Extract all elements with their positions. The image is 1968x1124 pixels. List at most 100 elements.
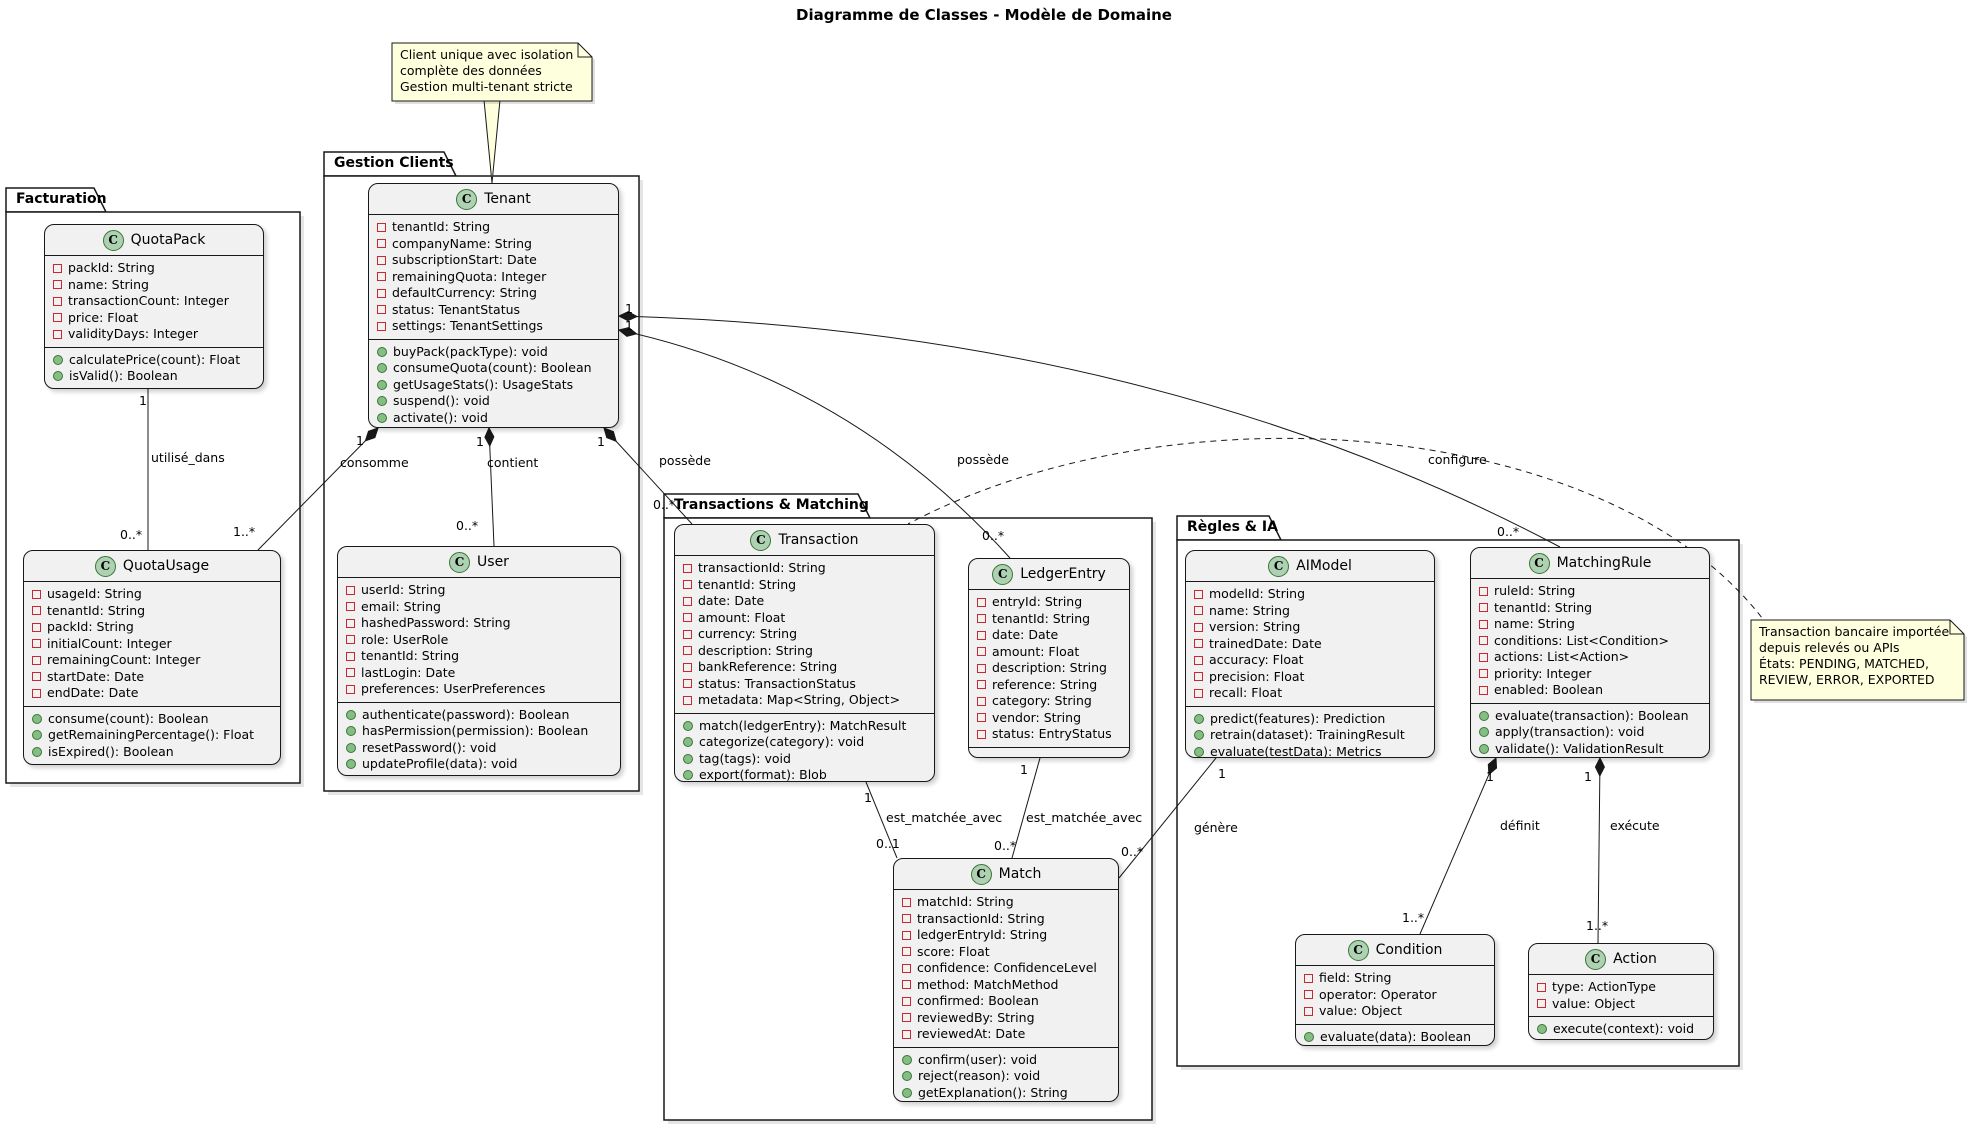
- private-field-icon: [32, 622, 41, 632]
- diagram-title: Diagramme de Classes - Modèle de Domaine: [796, 6, 1172, 24]
- private-field-icon: [683, 662, 692, 672]
- edge-execute-label: exécute: [1610, 818, 1660, 833]
- attribute-text: type: ActionType: [1552, 979, 1656, 994]
- class-quotausage-name: QuotaUsage: [122, 558, 210, 574]
- attribute-row: validityDays: Integer: [53, 326, 255, 343]
- attribute-text: tenantId: String: [47, 602, 146, 618]
- private-field-icon: [377, 255, 386, 265]
- private-field-icon: [346, 684, 355, 694]
- private-field-icon: [1194, 622, 1203, 632]
- attribute-text: ledgerEntryId: String: [917, 927, 1048, 942]
- edge-definit-source-multiplicity: 1: [1486, 769, 1494, 784]
- private-field-icon: [977, 663, 986, 673]
- class-tenant-name: Tenant: [484, 191, 531, 207]
- class-circle-icon: C: [1347, 939, 1369, 961]
- private-field-icon: [902, 1029, 911, 1039]
- attribute-row: metadata: Map<String, Object>: [683, 692, 926, 709]
- public-method-icon: [683, 753, 693, 764]
- public-method-icon: [346, 742, 356, 753]
- class-circle-icon: C: [449, 551, 471, 573]
- private-field-icon: [32, 688, 41, 698]
- private-field-icon: [346, 635, 355, 645]
- method-row: authenticate(password): Boolean: [346, 707, 612, 724]
- method-row: activate(): void: [377, 410, 610, 427]
- attribute-text: ruleId: String: [1494, 583, 1576, 598]
- attribute-text: modelId: String: [1209, 586, 1306, 601]
- class-circle-icon: C: [970, 863, 992, 885]
- edge-genere-line: [1118, 757, 1217, 879]
- attribute-row: remainingCount: Integer: [32, 652, 272, 669]
- attribute-row: reviewedAt: Date: [902, 1026, 1110, 1043]
- private-field-icon: [902, 930, 911, 940]
- method-text: activate(): void: [393, 409, 488, 425]
- method-text: tag(tags): void: [699, 750, 791, 766]
- attribute-row: recall: Float: [1194, 685, 1426, 702]
- private-field-icon: [1479, 603, 1488, 613]
- edge-consomme-target-multiplicity: 1..*: [233, 524, 256, 539]
- public-method-icon: [683, 720, 693, 731]
- attribute-text: hashedPassword: String: [361, 615, 511, 630]
- edge-definit-diamond-icon: [1487, 756, 1498, 776]
- method-text: evaluate(transaction): Boolean: [1495, 707, 1689, 723]
- public-method-icon: [1304, 1031, 1314, 1042]
- attribute-row: enabled: Boolean: [1479, 682, 1701, 699]
- attribute-text: companyName: String: [392, 235, 532, 251]
- attribute-row: packId: String: [32, 619, 272, 636]
- edge-possede_transaction-source-multiplicity: 1: [597, 434, 605, 449]
- private-field-icon: [977, 597, 986, 607]
- attribute-text: priority: Integer: [1494, 665, 1592, 681]
- method-text: validate(): ValidationResult: [1495, 740, 1664, 756]
- class-circle-icon: C: [992, 563, 1014, 585]
- private-field-icon: [377, 288, 386, 298]
- private-field-icon: [1537, 982, 1546, 992]
- method-row: validate(): ValidationResult: [1479, 741, 1701, 758]
- edge-genere-target-multiplicity: 0..*: [1121, 844, 1144, 859]
- private-field-icon: [346, 602, 355, 612]
- method-text: match(ledgerEntry): MatchResult: [699, 717, 907, 733]
- attribute-row: accuracy: Float: [1194, 652, 1426, 669]
- attribute-row: tenantId: String: [32, 603, 272, 620]
- private-field-icon: [1479, 685, 1488, 695]
- attribute-row: category: String: [977, 693, 1121, 710]
- edge-possede_ledger-label: possède: [957, 452, 1009, 467]
- private-field-icon: [977, 630, 986, 640]
- attribute-row: date: Date: [683, 593, 926, 610]
- attribute-row: conditions: List<Condition>: [1479, 633, 1701, 650]
- edge-configure-target-multiplicity: 0..*: [1497, 524, 1520, 539]
- attribute-row: reference: String: [977, 677, 1121, 694]
- method-text: getExplanation(): String: [918, 1084, 1068, 1100]
- attribute-text: amount: Float: [992, 643, 1080, 659]
- attribute-text: settings: TenantSettings: [392, 318, 543, 333]
- public-method-icon: [902, 1071, 912, 1082]
- attribute-text: confidence: ConfidenceLevel: [917, 960, 1097, 975]
- attribute-row: email: String: [346, 599, 612, 616]
- attribute-text: tenantId: String: [698, 576, 797, 592]
- attribute-text: description: String: [698, 642, 813, 658]
- class-aimodel-name: AIModel: [1296, 558, 1352, 574]
- attribute-text: transactionCount: Integer: [68, 293, 229, 308]
- method-row: tag(tags): void: [683, 751, 926, 768]
- method-text: getUsageStats(): UsageStats: [393, 376, 574, 392]
- attribute-text: tenantId: String: [992, 610, 1091, 626]
- attribute-row: transactionId: String: [902, 911, 1110, 928]
- private-field-icon: [683, 613, 692, 623]
- class-circle-icon: C: [102, 229, 124, 251]
- attribute-row: value: Object: [1304, 1003, 1486, 1020]
- attribute-text: packId: String: [68, 260, 155, 275]
- class-circle-icon: C: [1528, 552, 1550, 574]
- attribute-row: tenantId: String: [977, 611, 1121, 628]
